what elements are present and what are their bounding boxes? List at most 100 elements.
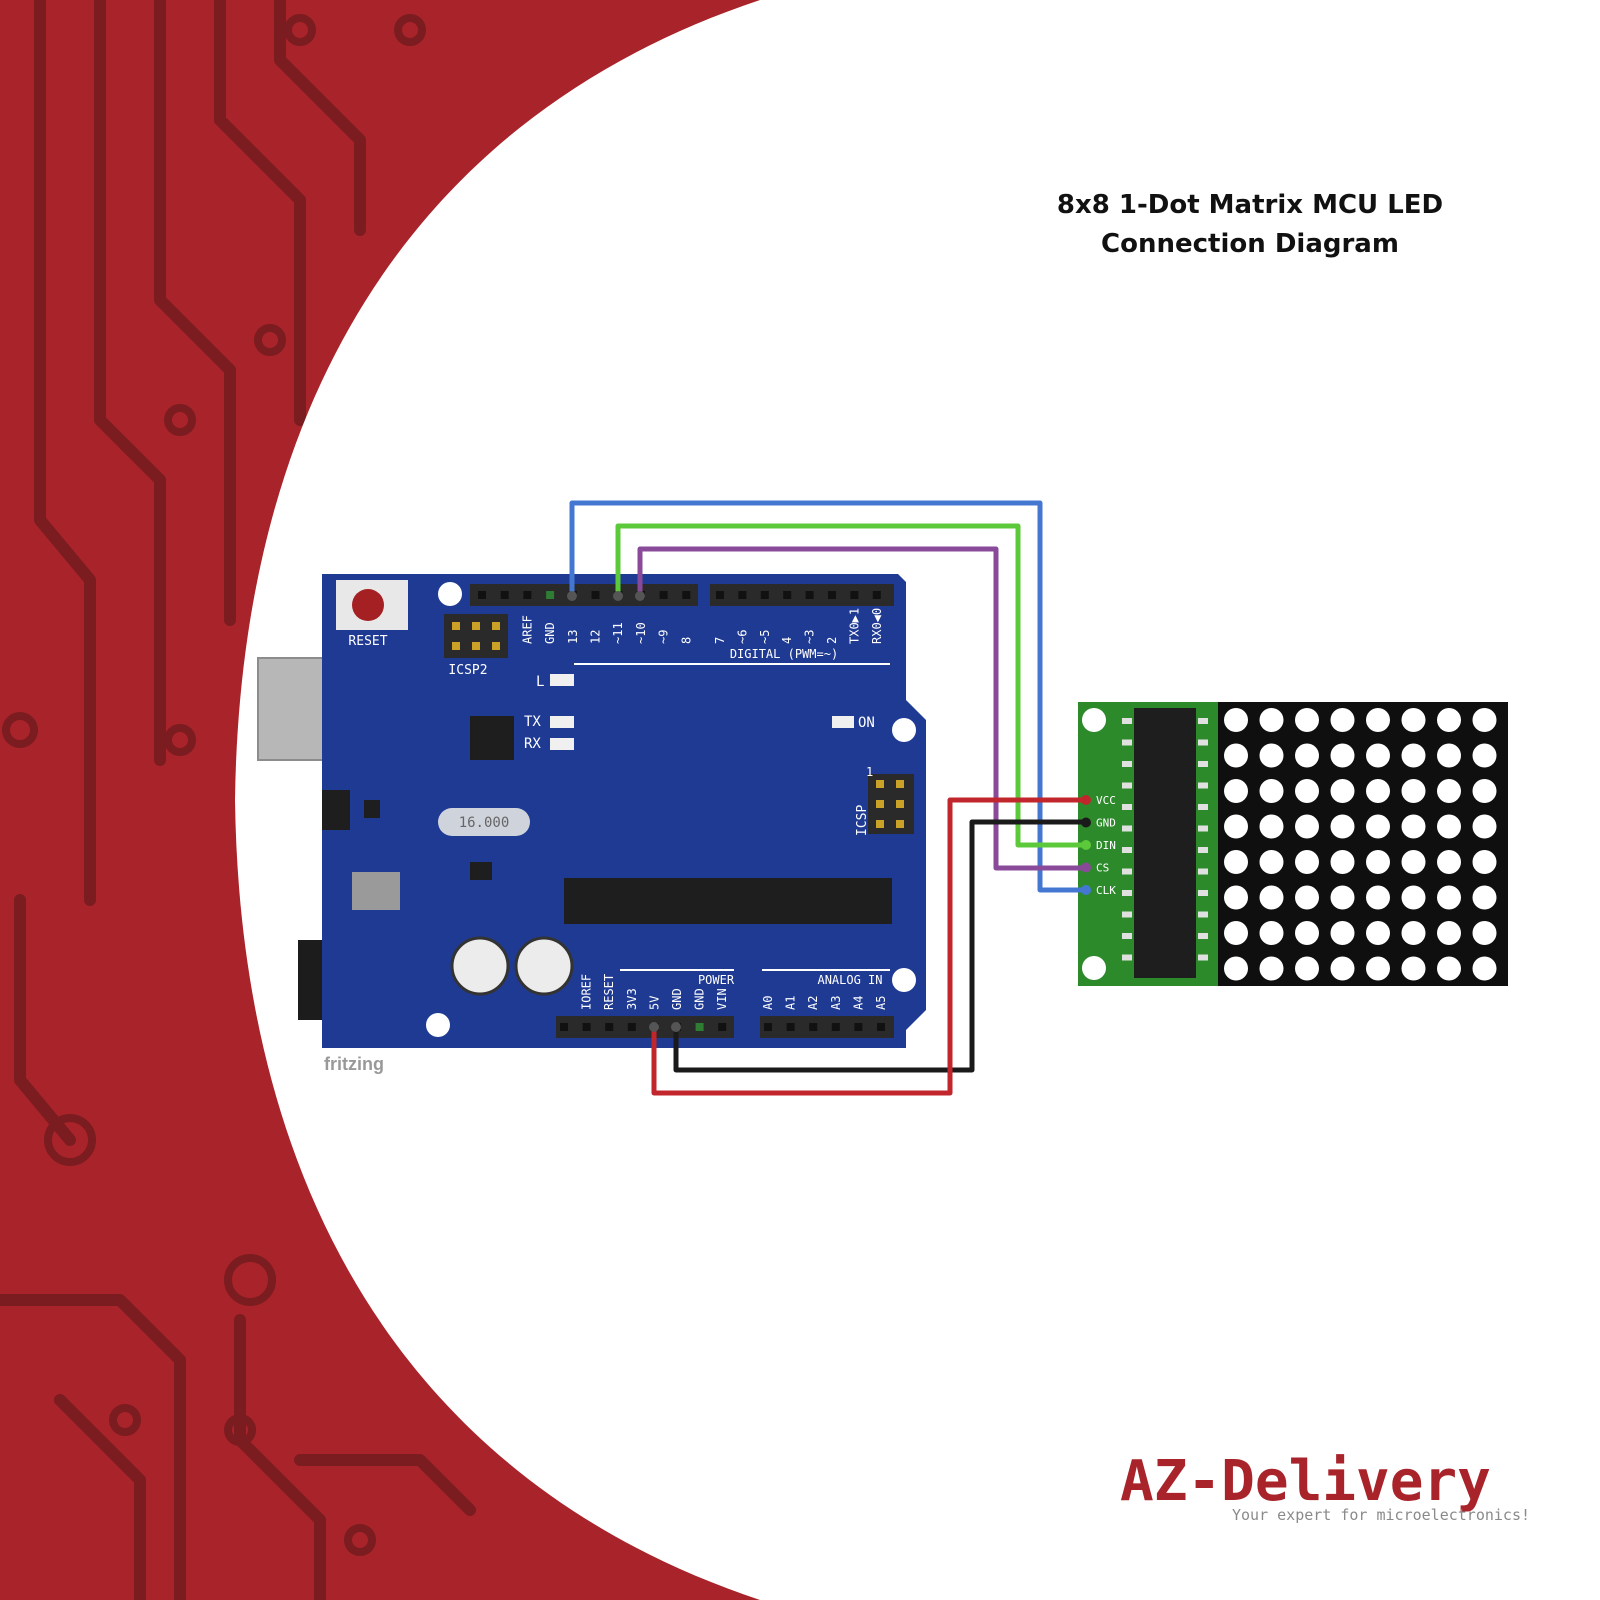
chip-leg-right bbox=[1198, 847, 1208, 853]
analog-pin-label: A5 bbox=[874, 996, 888, 1010]
chip-leg-left bbox=[1122, 718, 1132, 724]
icsp2-label: ICSP2 bbox=[448, 663, 487, 678]
digital-pin-socket bbox=[872, 591, 881, 599]
matrix-led bbox=[1366, 779, 1390, 803]
endpoint-pin10 bbox=[635, 591, 645, 601]
matrix-led bbox=[1224, 850, 1248, 874]
chip-leg-left bbox=[1122, 890, 1132, 896]
matrix-led bbox=[1437, 885, 1461, 910]
pad-5 bbox=[2, 712, 38, 748]
digital-pin-socket bbox=[828, 591, 836, 599]
power-pin-label: 3V3 bbox=[625, 988, 639, 1010]
matrix-led bbox=[1295, 708, 1319, 732]
chip-leg-right bbox=[1198, 782, 1208, 789]
digital-pin-label: 2 bbox=[825, 637, 839, 644]
digital-pin-socket bbox=[523, 591, 532, 599]
led-tx-label: TX bbox=[524, 714, 541, 730]
matrix-led bbox=[1437, 708, 1461, 732]
led-l bbox=[550, 674, 574, 686]
matrix-led bbox=[1401, 850, 1426, 874]
analog-header-label: ANALOG IN bbox=[817, 973, 882, 987]
matrix-led bbox=[1401, 743, 1426, 768]
usb-chip bbox=[470, 716, 514, 760]
matrix-led bbox=[1259, 885, 1284, 910]
digital-pin-socket bbox=[546, 591, 555, 599]
digital-pin-socket bbox=[850, 591, 859, 599]
matrix-led bbox=[1224, 885, 1248, 910]
icsp-pin bbox=[896, 780, 904, 788]
bottom-pin-socket bbox=[764, 1023, 772, 1031]
reset-button[interactable] bbox=[352, 589, 384, 621]
matrix-led bbox=[1330, 708, 1355, 732]
title-line-1: 8x8 1-Dot Matrix MCU LED bbox=[1057, 190, 1443, 220]
matrix-led bbox=[1366, 708, 1390, 732]
digital-pin-socket bbox=[805, 591, 814, 599]
wire-vcc bbox=[651, 797, 1082, 1096]
icsp2-pin bbox=[452, 642, 460, 650]
trace-10 bbox=[294, 1454, 476, 1516]
matrix-led bbox=[1437, 921, 1461, 945]
trace-4 bbox=[214, 0, 306, 426]
matrix-led bbox=[1472, 850, 1497, 874]
chip-leg-right bbox=[1198, 911, 1208, 918]
module-pin bbox=[1081, 862, 1091, 873]
matrix-led bbox=[1330, 779, 1355, 803]
reset-label: RESET bbox=[348, 634, 387, 649]
matrix-led bbox=[1330, 850, 1355, 874]
matrix-led bbox=[1472, 743, 1497, 768]
trace-9 bbox=[234, 1314, 326, 1600]
bottom-pin-socket bbox=[695, 1023, 704, 1031]
matrix-led bbox=[1472, 708, 1497, 732]
matrix-led bbox=[1224, 814, 1248, 839]
icsp2-pin bbox=[492, 642, 500, 650]
matrix-led bbox=[1259, 956, 1284, 981]
digital-pin-label: ~3 bbox=[803, 630, 817, 644]
matrix-led bbox=[1295, 779, 1319, 803]
analog-pin-label: A2 bbox=[806, 996, 820, 1010]
module-pin-label: VCC bbox=[1096, 794, 1116, 807]
trace-5 bbox=[274, 0, 366, 236]
logo-tagline: Your expert for microelectronics! bbox=[1232, 1506, 1530, 1524]
matrix-led bbox=[1330, 885, 1355, 910]
digital-pin-label: ~11 bbox=[611, 622, 625, 644]
wire-cs bbox=[637, 546, 1082, 871]
led-tx bbox=[550, 716, 574, 728]
matrix-led bbox=[1295, 885, 1319, 910]
bottom-pin-socket bbox=[786, 1023, 795, 1031]
icsp-pin1-label: 1 bbox=[866, 765, 873, 779]
matrix-led bbox=[1224, 779, 1248, 803]
chip-leg-left bbox=[1122, 933, 1132, 939]
digital-pin-label: 4 bbox=[780, 637, 794, 644]
matrix-led bbox=[1366, 814, 1390, 839]
trace-7 bbox=[0, 1294, 186, 1600]
chip-leg-right bbox=[1198, 890, 1208, 896]
matrix-led bbox=[1224, 708, 1248, 732]
matrix-led bbox=[1437, 956, 1461, 981]
mount-hole-4 bbox=[426, 1013, 450, 1037]
matrix-led bbox=[1259, 850, 1284, 874]
bottom-pin-socket bbox=[627, 1023, 636, 1031]
wire-clk bbox=[569, 500, 1082, 893]
module-hole-1 bbox=[1082, 708, 1106, 732]
chip-leg-left bbox=[1122, 739, 1132, 746]
digital-pin-socket bbox=[760, 591, 769, 599]
module-pin bbox=[1081, 795, 1091, 805]
digital-pin-label: 13 bbox=[566, 630, 580, 644]
wire-endpoints bbox=[567, 591, 681, 1032]
digital-pin-socket bbox=[500, 591, 509, 599]
chip-leg-right bbox=[1198, 761, 1208, 767]
matrix-led bbox=[1224, 743, 1248, 768]
matrix-led bbox=[1259, 779, 1284, 803]
fritzing-mark: fritzing bbox=[324, 1054, 384, 1074]
power-pin-label: RESET bbox=[602, 974, 616, 1010]
digital-pin-label: ~5 bbox=[758, 630, 772, 644]
chip-leg-right bbox=[1198, 933, 1208, 939]
digital-pin-label: ~9 bbox=[657, 630, 671, 644]
digital-pin-label: ~6 bbox=[735, 630, 749, 644]
matrix-led bbox=[1295, 850, 1319, 874]
digital-pin-socket bbox=[716, 591, 724, 599]
